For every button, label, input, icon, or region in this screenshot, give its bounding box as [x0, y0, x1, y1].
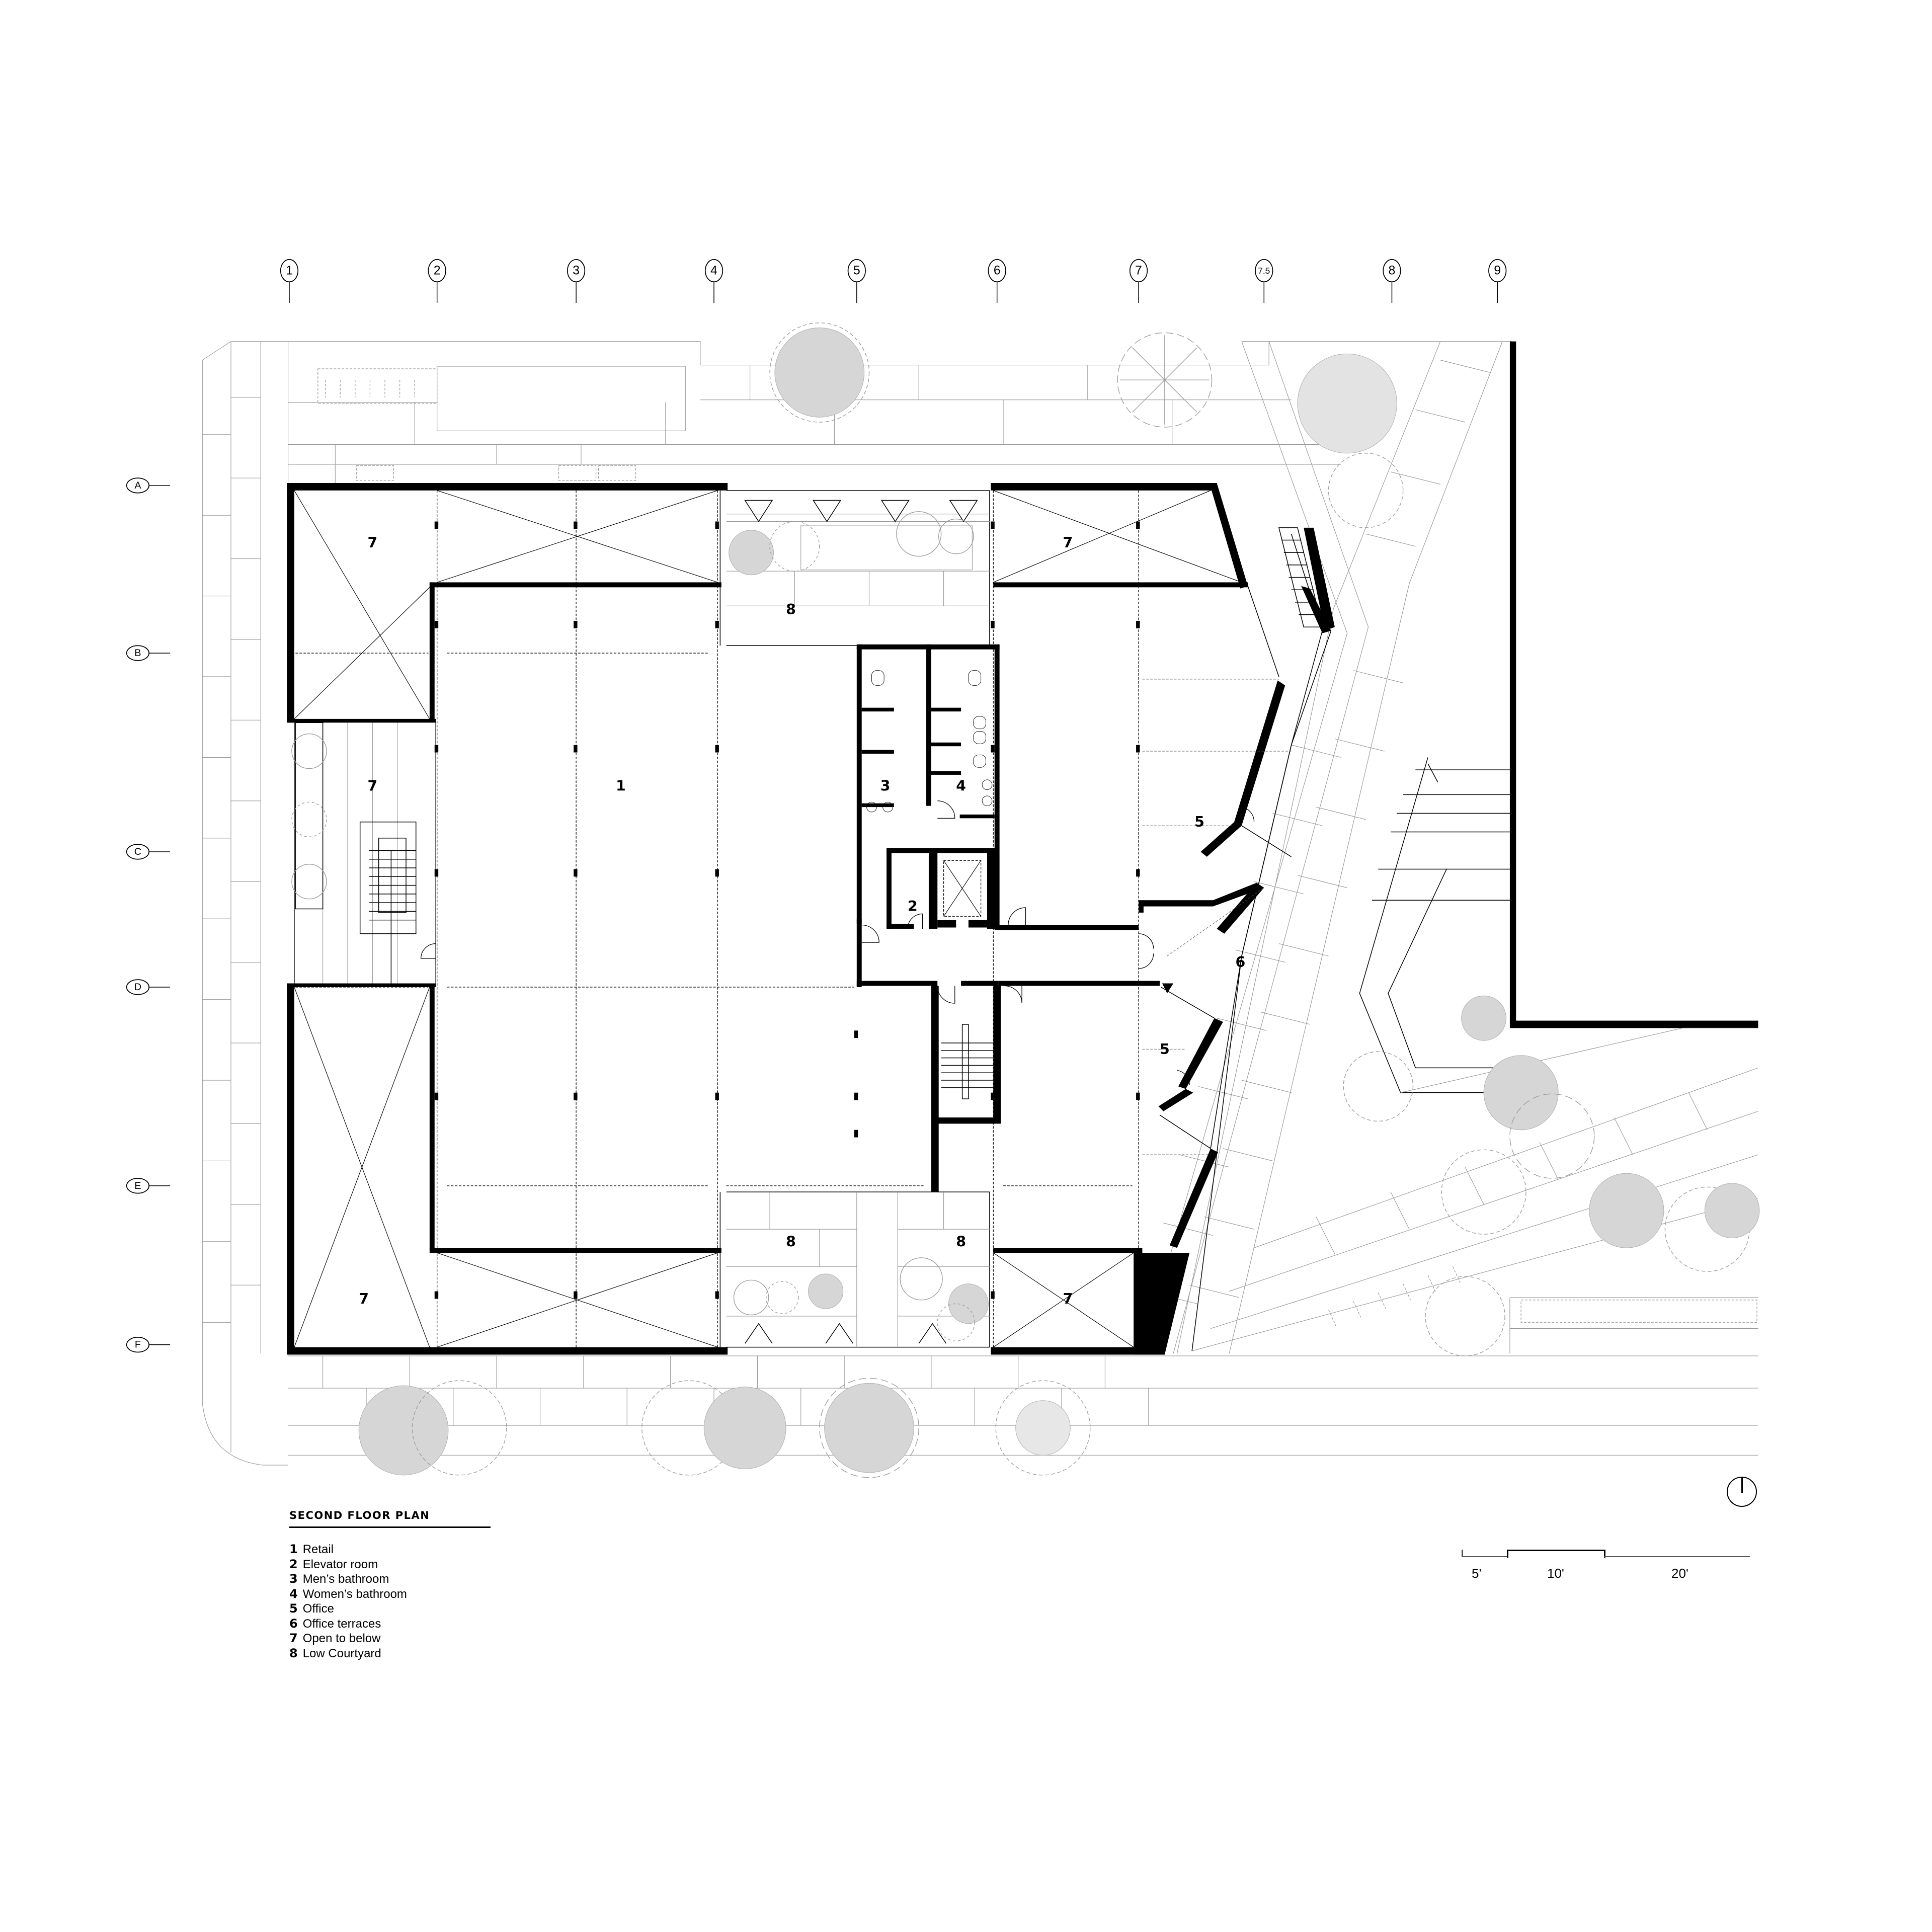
room-label-retail: 1 [616, 778, 626, 794]
scale-label-5ft: 5' [1472, 1566, 1482, 1581]
room-label-open-to-below-w: 7 [367, 778, 377, 794]
grid-col-9: 9 [1488, 259, 1507, 303]
room-labels: 1 2 3 4 5 5 6 7 7 7 7 7 8 8 8 [359, 534, 1245, 1307]
tree-icon [1343, 995, 1507, 1356]
room-label-mens-bathroom: 3 [880, 778, 891, 794]
svg-text:D: D [134, 982, 141, 993]
svg-text:4: 4 [710, 264, 717, 277]
exterior-walls [287, 483, 1248, 1355]
tree-icon [641, 1380, 786, 1476]
room-label-open-to-below-ne: 7 [1063, 534, 1073, 551]
glazing [294, 490, 990, 1348]
grid-col-5: 5 [847, 259, 866, 303]
property-line-wall [1509, 341, 1758, 1028]
west-atrium [291, 722, 436, 984]
tree-icon [1117, 332, 1213, 428]
svg-text:E: E [134, 1180, 141, 1191]
columns [434, 521, 1140, 1299]
room-label-low-courtyard-sw: 8 [786, 1233, 796, 1250]
bike-rack-east [1328, 1266, 1757, 1326]
west-stair [359, 821, 417, 984]
grid-col-8: 8 [1383, 259, 1401, 303]
grid-row-b: B [126, 645, 171, 661]
site-paving [202, 341, 1758, 1466]
tree-icon [995, 1380, 1091, 1476]
svg-text:9: 9 [1494, 264, 1501, 277]
courtyard-north [726, 500, 990, 606]
grid-row-d: D [126, 979, 171, 995]
room-label-womens-bathroom: 4 [956, 778, 966, 794]
grid-col-3: 3 [567, 259, 586, 303]
svg-text:6: 6 [994, 264, 1001, 277]
east-offices [1139, 527, 1335, 1351]
svg-text:B: B [134, 648, 141, 659]
column-grid: 1 2 3 4 5 6 7 7.5 8 9 [280, 259, 1507, 303]
svg-text:C: C [134, 846, 141, 857]
core-stair [941, 1024, 994, 1099]
room-label-open-to-below-sw: 7 [359, 1291, 369, 1307]
open-to-below-markers [294, 490, 1242, 1348]
tree-icon [1483, 1055, 1595, 1179]
room-label-office-south: 5 [1160, 1041, 1170, 1058]
room-label-open-to-below-nw: 7 [367, 534, 377, 551]
bike-rack-north [317, 368, 636, 481]
building [287, 483, 1335, 1355]
tree-icon [819, 1378, 919, 1478]
scale-label-20ft: 20' [1671, 1566, 1688, 1581]
svg-text:2: 2 [434, 264, 441, 277]
svg-text:7: 7 [1135, 264, 1142, 277]
tree-icon [1441, 1149, 1664, 1248]
scale-label-10ft: 10' [1547, 1566, 1564, 1581]
room-label-office-north: 5 [1194, 814, 1204, 830]
room-label-elevator-room: 2 [908, 898, 918, 915]
plaza-stair [1359, 757, 1512, 1093]
tree-icon [769, 322, 870, 423]
courtyards-south [726, 1192, 990, 1347]
grid-row-e: E [126, 1178, 171, 1194]
svg-text:3: 3 [573, 264, 580, 277]
svg-text:7.5: 7.5 [1258, 266, 1270, 276]
room-label-open-to-below-se: 7 [1063, 1291, 1073, 1307]
svg-text:A: A [134, 480, 141, 491]
tree-icon [1664, 1183, 1760, 1272]
scale-bar: 5' 10' 20' [1462, 1509, 1763, 1581]
grid-col-4: 4 [704, 259, 723, 303]
structural-lines [295, 490, 1139, 1347]
terrace-stair [1278, 527, 1323, 628]
svg-text:8: 8 [1389, 264, 1396, 277]
grid-col-7: 7 [1129, 259, 1148, 303]
grid-col-2: 2 [428, 259, 446, 303]
tree-icon [358, 1380, 507, 1476]
room-label-low-courtyard-se: 8 [956, 1233, 966, 1250]
tree-icon [1297, 353, 1404, 528]
grid-row-a: A [126, 477, 171, 494]
svg-text:5: 5 [853, 264, 860, 277]
legend-title: SECOND FLOOR PLAN [289, 1509, 491, 1528]
grid-col-1: 1 [280, 259, 299, 303]
room-label-low-courtyard-north: 8 [786, 601, 796, 618]
svg-text:F: F [135, 1339, 141, 1350]
north-arrow-icon [1727, 1477, 1757, 1507]
grid-row-f: F [126, 1337, 171, 1353]
room-label-office-terraces: 6 [1236, 954, 1246, 971]
svg-text:1: 1 [286, 264, 293, 277]
street-trees [358, 322, 1760, 1478]
grid-col-6: 6 [988, 259, 1006, 303]
grid-row-c: C [126, 844, 171, 860]
grid-col-7-5: 7.5 [1255, 259, 1273, 303]
core [856, 644, 1160, 1192]
row-grid: A B C D E F [126, 477, 171, 1353]
